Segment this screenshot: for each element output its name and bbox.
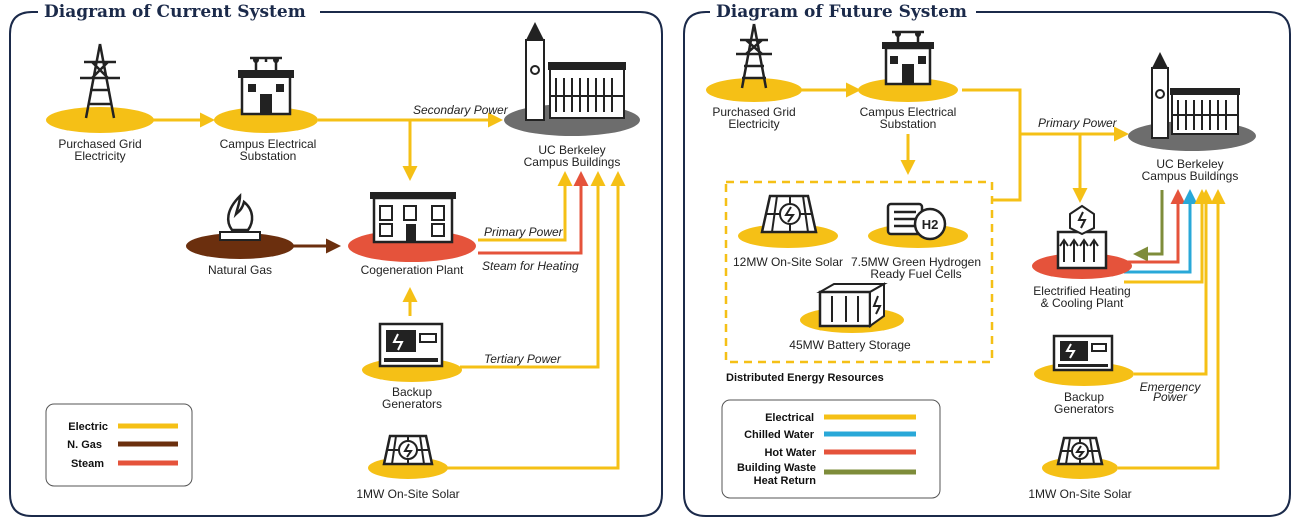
fuel-cell-icon: H2 bbox=[886, 202, 947, 241]
fuel-cells-node: H2 7.5MW Green Hydrogen Ready Fuel Cells bbox=[851, 202, 981, 281]
current-system-title: Diagram of Current System bbox=[44, 2, 306, 22]
cogeneration-plant-node: Cogeneration Plant bbox=[348, 192, 476, 277]
grid-label-line1: Purchased Grid bbox=[712, 105, 795, 119]
emergency-power-label-line1: Emergency bbox=[1140, 380, 1202, 394]
generator-icon bbox=[378, 322, 444, 368]
primary-power-label: Primary Power bbox=[1038, 116, 1118, 130]
factory-icon bbox=[370, 192, 456, 244]
flow-steam-for-heating bbox=[478, 171, 589, 255]
backup-generators-node-future: Backup Generators bbox=[1034, 334, 1134, 416]
emergency-power-label-line2: Power bbox=[1153, 390, 1188, 404]
flow-primary-power bbox=[478, 171, 573, 242]
solar-panel-icon bbox=[1056, 436, 1104, 466]
campus-buildings-node: UC Berkeley Campus Buildings bbox=[504, 22, 640, 169]
transmission-tower-icon bbox=[736, 23, 772, 89]
heat-plant-icon bbox=[1056, 204, 1108, 270]
campus-buildings-node-future: UC Berkeley Campus Buildings bbox=[1128, 52, 1256, 183]
future-legend: Electrical Chilled Water Hot Water Build… bbox=[721, 399, 941, 499]
substation-icon bbox=[238, 56, 294, 116]
flow-emergency-power bbox=[1134, 189, 1214, 376]
legend-waste-heat-label-line2: Heat Return bbox=[754, 475, 817, 487]
campus-building-icon bbox=[525, 22, 626, 121]
future-system-title: Diagram of Future System bbox=[716, 2, 967, 22]
natural-gas-label: Natural Gas bbox=[208, 263, 272, 277]
campus-label-line1: UC Berkeley bbox=[538, 143, 605, 157]
der-box bbox=[724, 180, 994, 364]
generators-label-line2: Generators bbox=[382, 397, 442, 411]
legend-electrical-label: Electrical bbox=[765, 412, 814, 424]
solar-12mw-node: 12MW On-Site Solar bbox=[733, 194, 843, 269]
current-flows bbox=[150, 112, 626, 470]
onsite-solar-node: 1MW On-Site Solar bbox=[356, 434, 460, 501]
der-label: Distributed Energy Resources bbox=[726, 372, 884, 384]
secondary-power-label: Secondary Power bbox=[413, 103, 509, 117]
heating-label-line1: Electrified Heating bbox=[1033, 284, 1130, 298]
legend-chilled-water-label: Chilled Water bbox=[744, 429, 815, 441]
primary-power-label: Primary Power bbox=[484, 225, 564, 239]
legend-electric-label: Electric bbox=[68, 421, 108, 433]
steam-for-heating-label: Steam for Heating bbox=[482, 259, 579, 273]
generator-icon bbox=[1052, 334, 1114, 372]
battery-storage-node: 45MW Battery Storage bbox=[789, 282, 911, 352]
generators-label-line2: Generators bbox=[1054, 402, 1114, 416]
campus-label-line2: Campus Buildings bbox=[524, 155, 621, 169]
current-legend: Electric N. Gas Steam bbox=[45, 403, 193, 487]
future-flows bbox=[800, 82, 1226, 470]
flow-hot-water bbox=[1124, 189, 1186, 264]
generators-label-line1: Backup bbox=[1064, 390, 1104, 404]
substation-label-line2: Substation bbox=[240, 149, 297, 163]
heating-label-line2: & Cooling Plant bbox=[1041, 296, 1124, 310]
cogeneration-label: Cogeneration Plant bbox=[361, 263, 464, 277]
substation-node-future: Campus Electrical Substation bbox=[858, 30, 958, 131]
substation-label-line1: Campus Electrical bbox=[860, 105, 957, 119]
flow-waste-heat-return bbox=[1133, 190, 1164, 262]
solar-panel-icon bbox=[382, 434, 434, 466]
fuelcells-label-line2: Ready Fuel Cells bbox=[870, 267, 961, 281]
transmission-tower-icon bbox=[80, 43, 120, 119]
backup-generators-node: Backup Generators bbox=[362, 322, 462, 411]
flow-chilled-water bbox=[1124, 189, 1198, 274]
solar-label: 1MW On-Site Solar bbox=[356, 487, 459, 501]
generators-label-line1: Backup bbox=[392, 385, 432, 399]
solar1-label: 1MW On-Site Solar bbox=[1028, 487, 1131, 501]
grid-label-line2: Electricity bbox=[74, 149, 125, 163]
campus-label-line1: UC Berkeley bbox=[1156, 157, 1223, 171]
legend-steam-label: Steam bbox=[71, 458, 104, 470]
flame-icon bbox=[219, 192, 261, 241]
heating-cooling-plant-node: Electrified Heating & Cooling Plant bbox=[1032, 204, 1132, 310]
flow-substation-to-der bbox=[962, 88, 1022, 202]
fuelcells-label-line1: 7.5MW Green Hydrogen bbox=[851, 255, 981, 269]
tertiary-power-label: Tertiary Power bbox=[484, 352, 562, 366]
grid-label-line2: Electricity bbox=[728, 117, 779, 131]
substation-icon bbox=[882, 30, 934, 86]
substation-node: Campus Electrical Substation bbox=[214, 56, 318, 163]
flow-solar-power bbox=[446, 171, 626, 470]
flow-tertiary-power bbox=[460, 171, 606, 369]
purchased-grid-node-future: Purchased Grid Electricity bbox=[706, 23, 802, 131]
substation-label-line1: Campus Electrical bbox=[220, 137, 317, 151]
flow-solar-power bbox=[1118, 189, 1226, 470]
solar-panel-icon bbox=[760, 194, 818, 234]
substation-label-line2: Substation bbox=[880, 117, 937, 131]
legend-hot-water-label: Hot Water bbox=[764, 447, 816, 459]
flow-heating-electric bbox=[1124, 189, 1210, 284]
campus-label-line2: Campus Buildings bbox=[1142, 169, 1239, 183]
purchased-grid-node: Purchased Grid Electricity bbox=[46, 43, 154, 163]
battery-icon bbox=[816, 282, 888, 328]
legend-waste-heat-label-line1: Building Waste bbox=[737, 462, 816, 474]
future-system-panel: Diagram of Future System Distributed Ene… bbox=[683, 2, 1291, 517]
solar12-label: 12MW On-Site Solar bbox=[733, 255, 843, 269]
current-system-panel: Diagram of Current System Secondary Powe… bbox=[9, 2, 663, 517]
campus-building-icon bbox=[1151, 52, 1240, 139]
solar-1mw-node: 1MW On-Site Solar bbox=[1028, 436, 1132, 501]
legend-gas-label: N. Gas bbox=[67, 439, 102, 451]
h2-symbol: H2 bbox=[922, 217, 939, 232]
battery-label: 45MW Battery Storage bbox=[789, 338, 911, 352]
grid-label-line1: Purchased Grid bbox=[58, 137, 141, 151]
natural-gas-node: Natural Gas bbox=[186, 192, 294, 277]
